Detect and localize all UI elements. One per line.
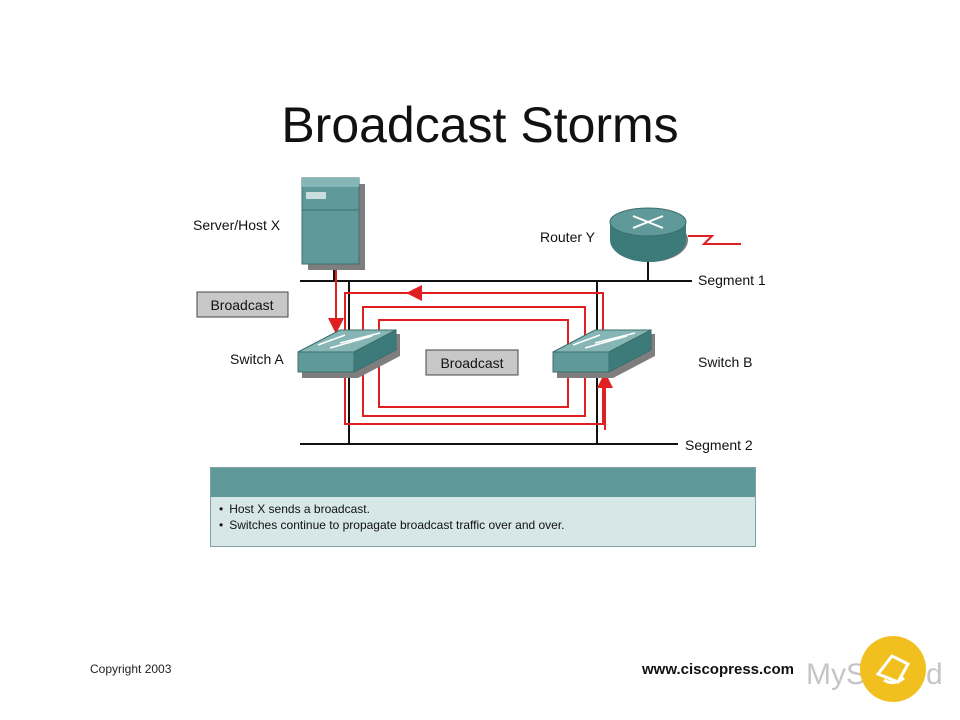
broadcast-label-center: Broadcast [440,355,503,371]
router-label: Router Y [540,229,596,245]
server-icon [301,177,365,270]
wan-link [688,235,741,245]
switch-b-label: Switch B [698,354,752,370]
info-bullet: Switches continue to propagate broadcast… [219,517,755,533]
switch-a-label: Switch A [230,351,284,367]
switch-a-icon [297,329,400,378]
info-panel: Host X sends a broadcast. Switches conti… [210,467,756,547]
website-link[interactable]: www.ciscopress.com [642,661,795,678]
segment-1-label: Segment 1 [698,272,766,288]
watermark-logo-icon [860,636,926,702]
info-panel-header [211,468,755,497]
segment-2-label: Segment 2 [685,437,753,453]
router-icon [609,207,688,262]
broadcast-box-center [425,349,519,376]
slide-title: Broadcast Storms [281,97,679,153]
info-bullet: Host X sends a broadcast. [219,501,755,517]
info-bullet-list: Host X sends a broadcast. Switches conti… [211,497,755,533]
switch-b-icon [552,329,655,378]
broadcast-box-left [196,291,289,318]
broadcast-label-left: Broadcast [210,297,273,313]
copyright-text: Copyright 2003 [90,662,172,676]
server-label: Server/Host X [193,217,281,233]
